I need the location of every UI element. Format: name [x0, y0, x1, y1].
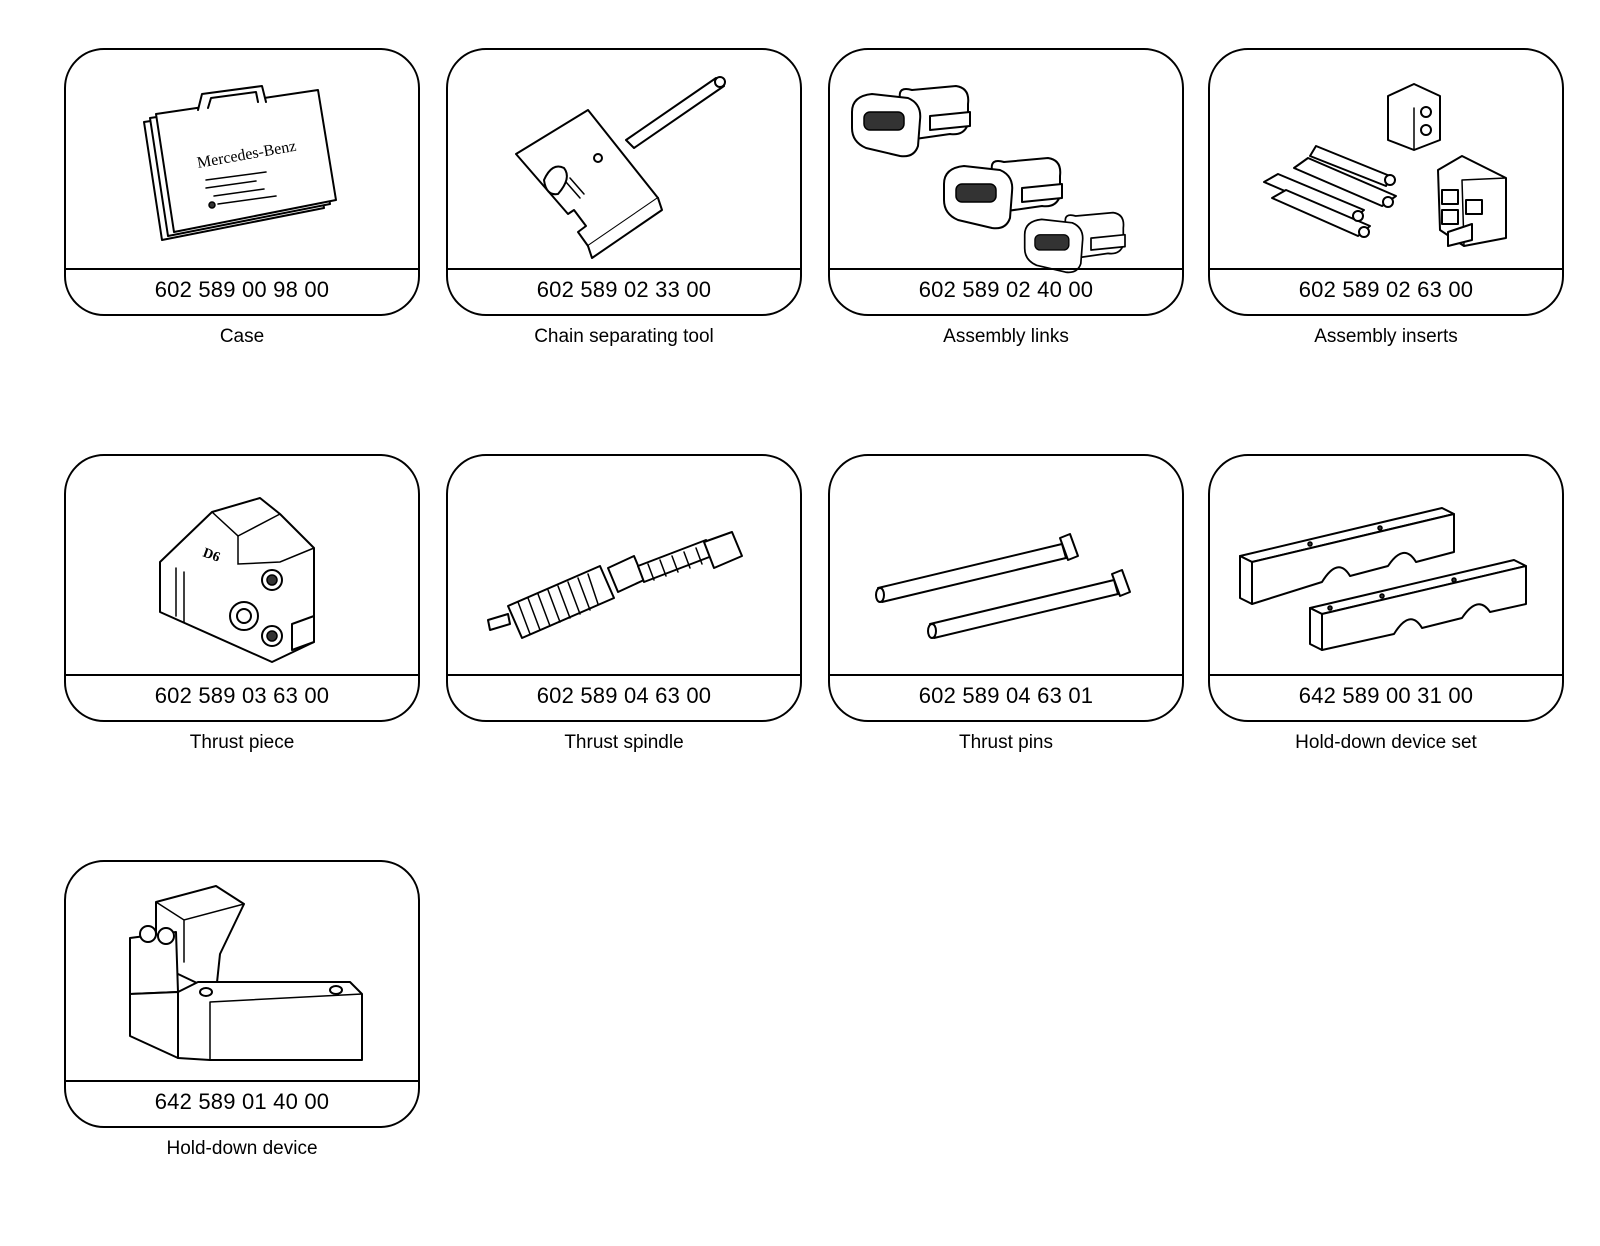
case-icon: Mercedes-Benz — [143, 85, 337, 241]
part-number: 602 589 02 33 00 — [448, 268, 800, 314]
tool-card: 602 589 04 63 00 — [446, 454, 802, 722]
tool-caption: Assembly inserts — [1314, 326, 1458, 347]
part-number: 602 589 02 63 00 — [1210, 268, 1562, 314]
thrust-piece-icon: D6 — [159, 497, 315, 663]
hold-down-device-icon — [129, 885, 363, 1061]
tool-assembly-inserts: 602 589 02 63 00 Assembly inserts — [1208, 48, 1568, 348]
part-number: 642 589 00 31 00 — [1210, 674, 1562, 720]
tool-thrust-pins: 602 589 04 63 01 Thrust pins — [828, 454, 1188, 754]
chain-separating-tool-icon — [515, 76, 726, 259]
tool-hold-down-device: 642 589 01 40 00 Hold-down device — [64, 860, 424, 1160]
tool-caption: Thrust spindle — [564, 732, 684, 753]
tool-caption: Hold-down device — [166, 1138, 318, 1159]
tool-card: D6 602 589 03 63 00 — [64, 454, 420, 722]
tool-caption: Assembly links — [943, 326, 1069, 347]
tool-card: Mercedes-Benz 602 589 00 98 00 — [64, 48, 420, 316]
thrust-pins-icon — [875, 533, 1131, 639]
thrust-spindle-icon — [487, 531, 743, 639]
tool-thrust-spindle: 602 589 04 63 00 Thrust spindle — [446, 454, 806, 754]
assembly-inserts-icon — [1263, 83, 1507, 247]
tool-hold-down-device-set: 642 589 00 31 00 Hold-down device set — [1208, 454, 1568, 754]
tool-caption: Thrust pins — [959, 732, 1053, 753]
tool-card: 602 589 02 33 00 — [446, 48, 802, 316]
part-number: 602 589 02 40 00 — [830, 268, 1182, 314]
tool-card: 642 589 01 40 00 — [64, 860, 420, 1128]
tool-caption: Hold-down device set — [1295, 732, 1477, 753]
part-number: 602 589 03 63 00 — [66, 674, 418, 720]
tool-thrust-piece: D6 602 589 03 63 00 Thrust piece — [64, 454, 424, 754]
svg-text:D6: D6 — [201, 546, 222, 566]
tool-assembly-links: 602 589 02 40 00 Assembly links — [828, 48, 1188, 348]
tool-caption: Thrust piece — [189, 732, 295, 753]
part-number: 602 589 04 63 00 — [448, 674, 800, 720]
part-number: 602 589 00 98 00 — [66, 268, 418, 314]
tool-caption: Case — [219, 326, 265, 347]
part-number: 602 589 04 63 01 — [830, 674, 1182, 720]
tool-card: 642 589 00 31 00 — [1208, 454, 1564, 722]
tool-card: 602 589 02 40 00 — [828, 48, 1184, 316]
hold-down-device-set-icon — [1239, 507, 1527, 651]
tool-chain-separating: 602 589 02 33 00 Chain separating tool — [446, 48, 806, 348]
tool-caption: Chain separating tool — [534, 326, 714, 347]
part-number: 642 589 01 40 00 — [66, 1080, 418, 1126]
tool-card: 602 589 02 63 00 — [1208, 48, 1564, 316]
tool-card: 602 589 04 63 01 — [828, 454, 1184, 722]
assembly-links-icon — [851, 85, 1126, 274]
tool-case: Mercedes-Benz 602 589 00 98 00 Case — [64, 48, 424, 348]
